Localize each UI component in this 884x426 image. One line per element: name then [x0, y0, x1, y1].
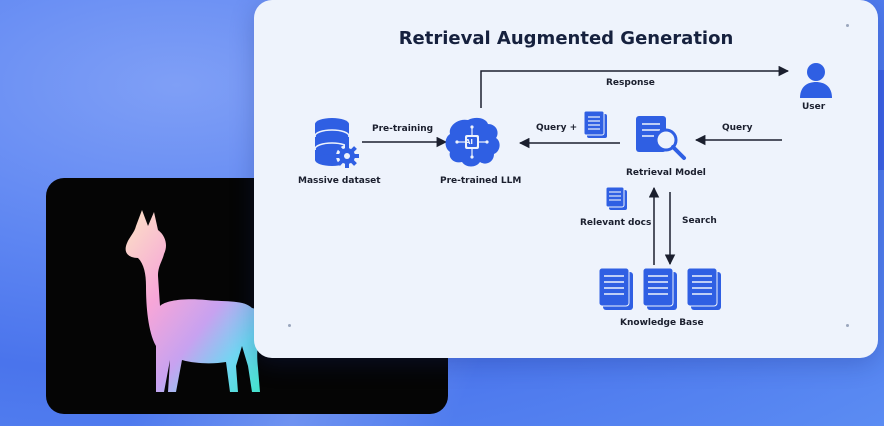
corner-dot: [288, 324, 291, 327]
knowledge-base-label: Knowledge Base: [620, 318, 704, 328]
knowledge-base-icon: [598, 267, 721, 310]
llm-chip-label: AI: [465, 138, 474, 146]
response-label: Response: [606, 78, 655, 88]
llama-icon: [125, 210, 264, 392]
background-edge: [876, 70, 884, 170]
pretraining-label: Pre-training: [372, 124, 434, 134]
rag-diagram-card: Retrieval Augmented Generation: [254, 0, 878, 358]
search-label: Search: [682, 216, 717, 226]
query-label: Query: [722, 123, 753, 133]
corner-dot: [846, 324, 849, 327]
query-plus-label: Query +: [536, 123, 578, 133]
user-icon: [800, 63, 832, 98]
document-icon: [583, 110, 607, 138]
retrieval-model-icon: [636, 116, 686, 160]
relevant-docs-label: Relevant docs: [580, 218, 652, 228]
gear-icon: [335, 144, 359, 168]
diagram-title: Retrieval Augmented Generation: [398, 28, 734, 49]
llm-label: Pre-trained LLM: [440, 176, 522, 186]
brain-icon: [445, 117, 500, 167]
diagram-graphics: [314, 63, 832, 310]
dataset-label: Massive dataset: [298, 176, 381, 186]
database-icon: [314, 118, 350, 166]
corner-dot: [846, 24, 849, 27]
user-label: User: [802, 102, 826, 112]
relevant-docs-icon: [605, 186, 627, 210]
retrieval-label: Retrieval Model: [626, 168, 706, 178]
